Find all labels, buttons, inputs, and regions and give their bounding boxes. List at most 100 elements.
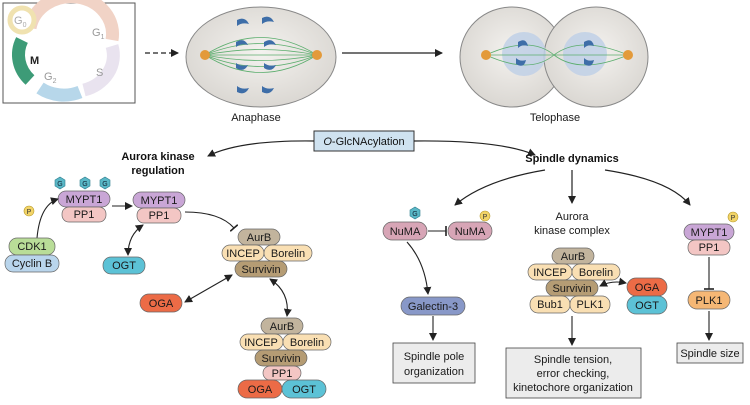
svg-text:OGA: OGA xyxy=(248,384,273,396)
svg-text:INCEP: INCEP xyxy=(226,248,260,260)
arrow-to-aurora xyxy=(207,140,315,157)
s-arc xyxy=(82,44,120,97)
g2-label: G2 xyxy=(44,71,57,85)
anaphase-label: Anaphase xyxy=(231,112,281,124)
pp1-node-1 xyxy=(61,206,107,223)
arrow-spindle-left xyxy=(454,169,546,206)
svg-text:PLK1: PLK1 xyxy=(577,299,604,311)
spindle-pole-box xyxy=(392,342,476,384)
ogt-node-1 xyxy=(102,256,146,275)
m-label: M xyxy=(30,55,39,67)
cyclinb-node xyxy=(4,254,60,273)
svg-text:AurB: AurB xyxy=(561,251,585,263)
numa-node-1 xyxy=(382,221,428,241)
svg-text:G: G xyxy=(57,181,62,188)
spindle-pole-line-1: Spindle pole xyxy=(404,351,465,363)
svg-text:Bub1: Bub1 xyxy=(537,299,563,311)
arrow-spindle-right xyxy=(604,169,691,206)
cell-cycle-panel: G0 G1 M G2 S xyxy=(2,0,136,104)
cyclinb-label: Cyclin B xyxy=(12,258,52,270)
arrow-akc-oga-ogt xyxy=(599,277,627,287)
arrow-cdk1-to-mypt1 xyxy=(36,197,59,239)
svg-text:G: G xyxy=(102,181,107,188)
arrow-numa-galectin xyxy=(406,241,432,295)
phospho-tag-right xyxy=(727,211,739,223)
numa-label-1: NuMA xyxy=(390,226,421,238)
pp1-label-3: PP1 xyxy=(699,242,720,254)
anaphase-cell xyxy=(185,6,337,108)
ogt-node-2 xyxy=(626,295,668,315)
cdk1-label: CDK1 xyxy=(17,241,46,253)
numa-node-2 xyxy=(447,221,493,241)
svg-text:G: G xyxy=(412,211,417,218)
svg-text:Survivin: Survivin xyxy=(552,283,591,295)
svg-text:INCEP: INCEP xyxy=(533,267,567,279)
arrow-oga-survivin xyxy=(184,274,233,303)
ogt-label-1: OGT xyxy=(112,260,136,272)
spindle-size-label: Spindle size xyxy=(680,348,739,360)
svg-text:AurB: AurB xyxy=(270,321,294,333)
telophase-cell xyxy=(459,6,649,108)
arrow-complex1-to-complex2 xyxy=(269,278,292,317)
galectin-label: Galectin-3 xyxy=(408,301,458,313)
svg-text:OGT: OGT xyxy=(292,384,316,396)
s-label: S xyxy=(96,67,103,79)
mypt1-label-2: MYPT1 xyxy=(141,195,178,207)
g0-loop xyxy=(7,5,37,35)
arrow-ogt-pp1 xyxy=(124,224,144,256)
phospho-tag-left xyxy=(23,205,35,217)
svg-text:INCEP: INCEP xyxy=(244,337,278,349)
plk1-node-right xyxy=(687,290,731,310)
spindle-dyn-title: Spindle dynamics xyxy=(525,153,619,165)
glcnac-tag-numa xyxy=(409,206,421,220)
mypt1-label-1: MYPT1 xyxy=(66,194,103,206)
svg-text:G: G xyxy=(82,181,87,188)
svg-text:P: P xyxy=(731,215,736,222)
m-arc xyxy=(12,37,35,85)
spindle-tension-box xyxy=(505,347,642,399)
svg-text:Borelin: Borelin xyxy=(290,337,324,349)
aurora-complex-3: AurB INCEP Borelin Survivin Bub1 PLK1 xyxy=(527,247,621,314)
pp1-label-1: PP1 xyxy=(74,209,95,221)
plk1-label-right: PLK1 xyxy=(696,295,723,307)
spindle-pole-line-2: organization xyxy=(404,366,464,378)
ogt-label-2: OGT xyxy=(635,300,659,312)
svg-text:Borelin: Borelin xyxy=(271,248,305,260)
svg-text:Borelin: Borelin xyxy=(579,267,613,279)
tension-line-2: error checking, xyxy=(537,368,610,380)
mypt1-label-3: MYPT1 xyxy=(691,227,728,239)
aurora-reg-title-2: regulation xyxy=(131,165,184,177)
svg-text:Survivin: Survivin xyxy=(241,264,280,276)
svg-text:P: P xyxy=(483,214,488,221)
aurora-complex-1: AurB INCEP Borelin Survivin xyxy=(221,228,313,278)
arrow-to-spindle xyxy=(413,140,536,156)
pp1-label-2: PP1 xyxy=(149,210,170,222)
g2-arc xyxy=(36,82,83,102)
spindle-size-box xyxy=(676,342,744,364)
g1-label: G1 xyxy=(92,27,105,41)
aurora-reg-title-1: Aurora kinase xyxy=(121,151,194,163)
g1-arc xyxy=(23,0,120,42)
svg-text:PP1: PP1 xyxy=(272,368,293,380)
svg-text:P: P xyxy=(27,209,32,216)
tension-line-1: Spindle tension, xyxy=(534,354,612,366)
oga-label-2: OGA xyxy=(635,282,660,294)
akc-title-1: Aurora xyxy=(555,211,589,223)
inhibit-pp1-to-aurb xyxy=(184,211,239,232)
svg-text:AurB: AurB xyxy=(247,232,271,244)
numa-label-2: NuMA xyxy=(455,226,486,238)
telophase-label: Telophase xyxy=(530,112,580,124)
g0-label: G0 xyxy=(14,15,27,29)
oga-label-1: OGA xyxy=(149,298,174,310)
glcnac-tags-left: G G G xyxy=(54,176,111,190)
pp1-node-2 xyxy=(136,207,182,224)
oga-node-1 xyxy=(139,293,183,313)
akc-title-2: kinase complex xyxy=(534,225,610,237)
phospho-tag-numa xyxy=(479,210,491,222)
glcnacylation-label: O-GlcNAcylation xyxy=(323,136,404,148)
aurora-complex-2: AurB INCEP Borelin Survivin PP1 OGA OGT xyxy=(237,317,332,399)
pp1-node-3 xyxy=(687,239,731,256)
svg-text:Survivin: Survivin xyxy=(261,353,300,365)
tension-line-3: kinetochore organization xyxy=(513,382,633,394)
